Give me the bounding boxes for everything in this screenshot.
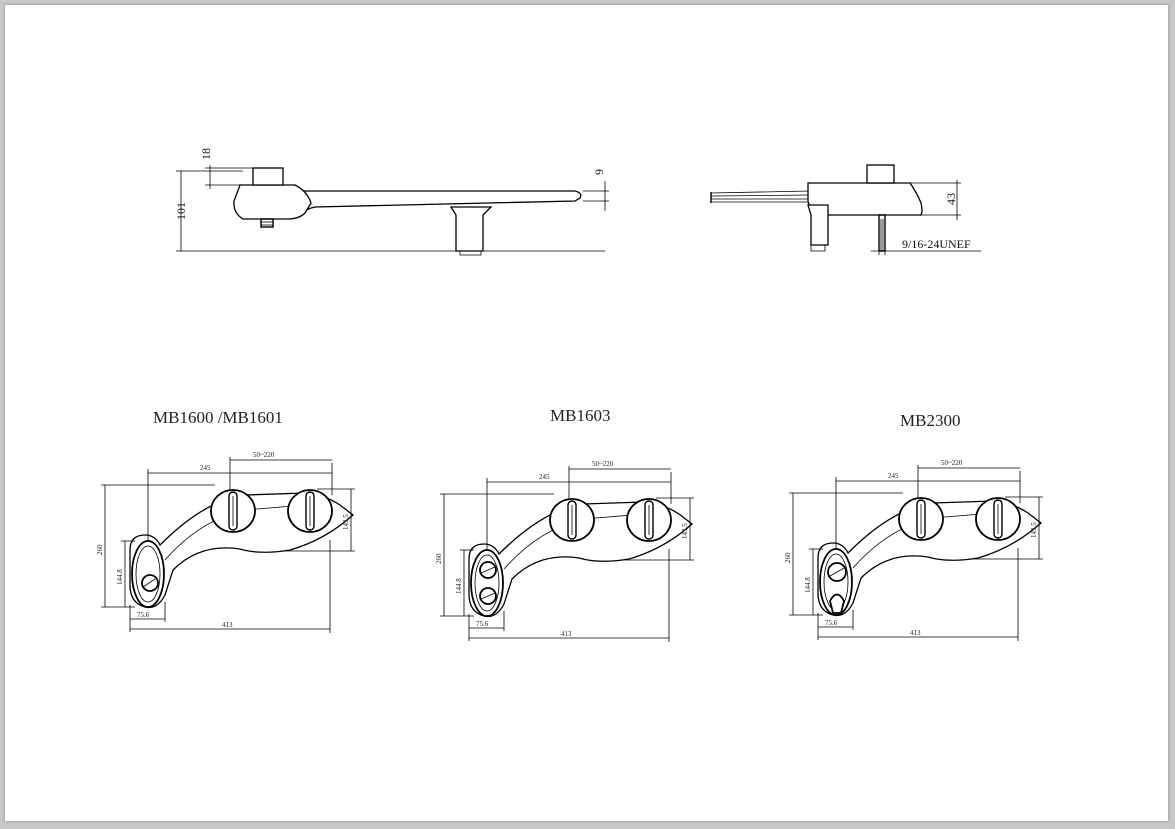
dim-144-8: 144.8 [804, 577, 812, 593]
drawing-sheet: 101 18 9 43 [5, 5, 1168, 821]
dim-75-6: 75.6 [137, 611, 150, 619]
dim-144-8: 144.8 [116, 569, 124, 585]
top-view-1: 245 50~220 260 144.8 143.5 75.6 413 [96, 451, 355, 633]
side-view-inlet [260, 218, 274, 228]
top-view-3: 245 50~220 260 144.8 143.5 75.6 413 [784, 459, 1043, 641]
mount-slot [916, 499, 926, 539]
side-view-blade [291, 190, 582, 217]
dim-143-5: 143.5 [681, 523, 689, 539]
dim-overall-height: 101 [174, 202, 188, 220]
thread-spec: 9/16-24UNEF [902, 237, 971, 251]
dim-spacing: 50~220 [592, 460, 614, 468]
dim-413: 413 [561, 630, 572, 638]
dim-260: 260 [435, 553, 443, 564]
side-view-knob [252, 167, 284, 186]
knob-indicator [142, 578, 156, 588]
control-knob-icon [141, 574, 159, 592]
dim-143-5: 143.5 [1030, 522, 1038, 538]
model-title: MB1600 /MB1601 [153, 408, 283, 427]
dim-413: 413 [910, 629, 921, 637]
dim-spacing: 50~220 [941, 459, 963, 467]
dim-260: 260 [96, 544, 104, 555]
dim-143-5: 143.5 [342, 514, 350, 530]
control-panel-inner [474, 554, 500, 612]
dim-245: 245 [888, 472, 899, 480]
rear-view-inlet [878, 214, 886, 252]
dim-rear-height: 43 [944, 193, 958, 205]
dim-260: 260 [784, 552, 792, 563]
dim-spacing: 50~220 [253, 451, 275, 459]
mount-slot [993, 499, 1003, 539]
rear-view: 43 9/16-24UNEF [710, 164, 981, 255]
dim-413: 413 [222, 621, 233, 629]
side-view: 101 18 9 [174, 148, 609, 256]
mount-slot [305, 491, 315, 531]
technical-drawing: 101 18 9 43 [96, 148, 1043, 642]
mount-slot [567, 500, 577, 540]
control-panel [470, 549, 504, 617]
control-panel-inner [135, 545, 161, 603]
dim-144-8: 144.8 [455, 578, 463, 594]
rear-view-knob [866, 164, 895, 184]
mount-slot [644, 500, 654, 540]
dim-75-6: 75.6 [476, 620, 489, 628]
mount-slot [228, 491, 238, 531]
model-title: MB1603 [550, 406, 610, 425]
side-view-bracket [449, 206, 493, 252]
dim-blade-thickness: 9 [592, 169, 606, 175]
dim-knob-height: 18 [199, 148, 213, 160]
valve-lever-icon [829, 593, 845, 614]
dim-245: 245 [200, 464, 211, 472]
model-title: MB2300 [900, 411, 960, 430]
side-view-housing [233, 184, 312, 220]
dim-245: 245 [539, 473, 550, 481]
control-panel [131, 540, 165, 608]
rear-view-bracket [807, 204, 829, 246]
top-view-2: 245 50~220 260 144.8 143.5 75.6 413 [435, 460, 694, 642]
dim-75-6: 75.6 [825, 619, 838, 627]
top-views: 245 50~220 260 144.8 143.5 75.6 413 MB1600 /MB1… [96, 406, 1043, 642]
